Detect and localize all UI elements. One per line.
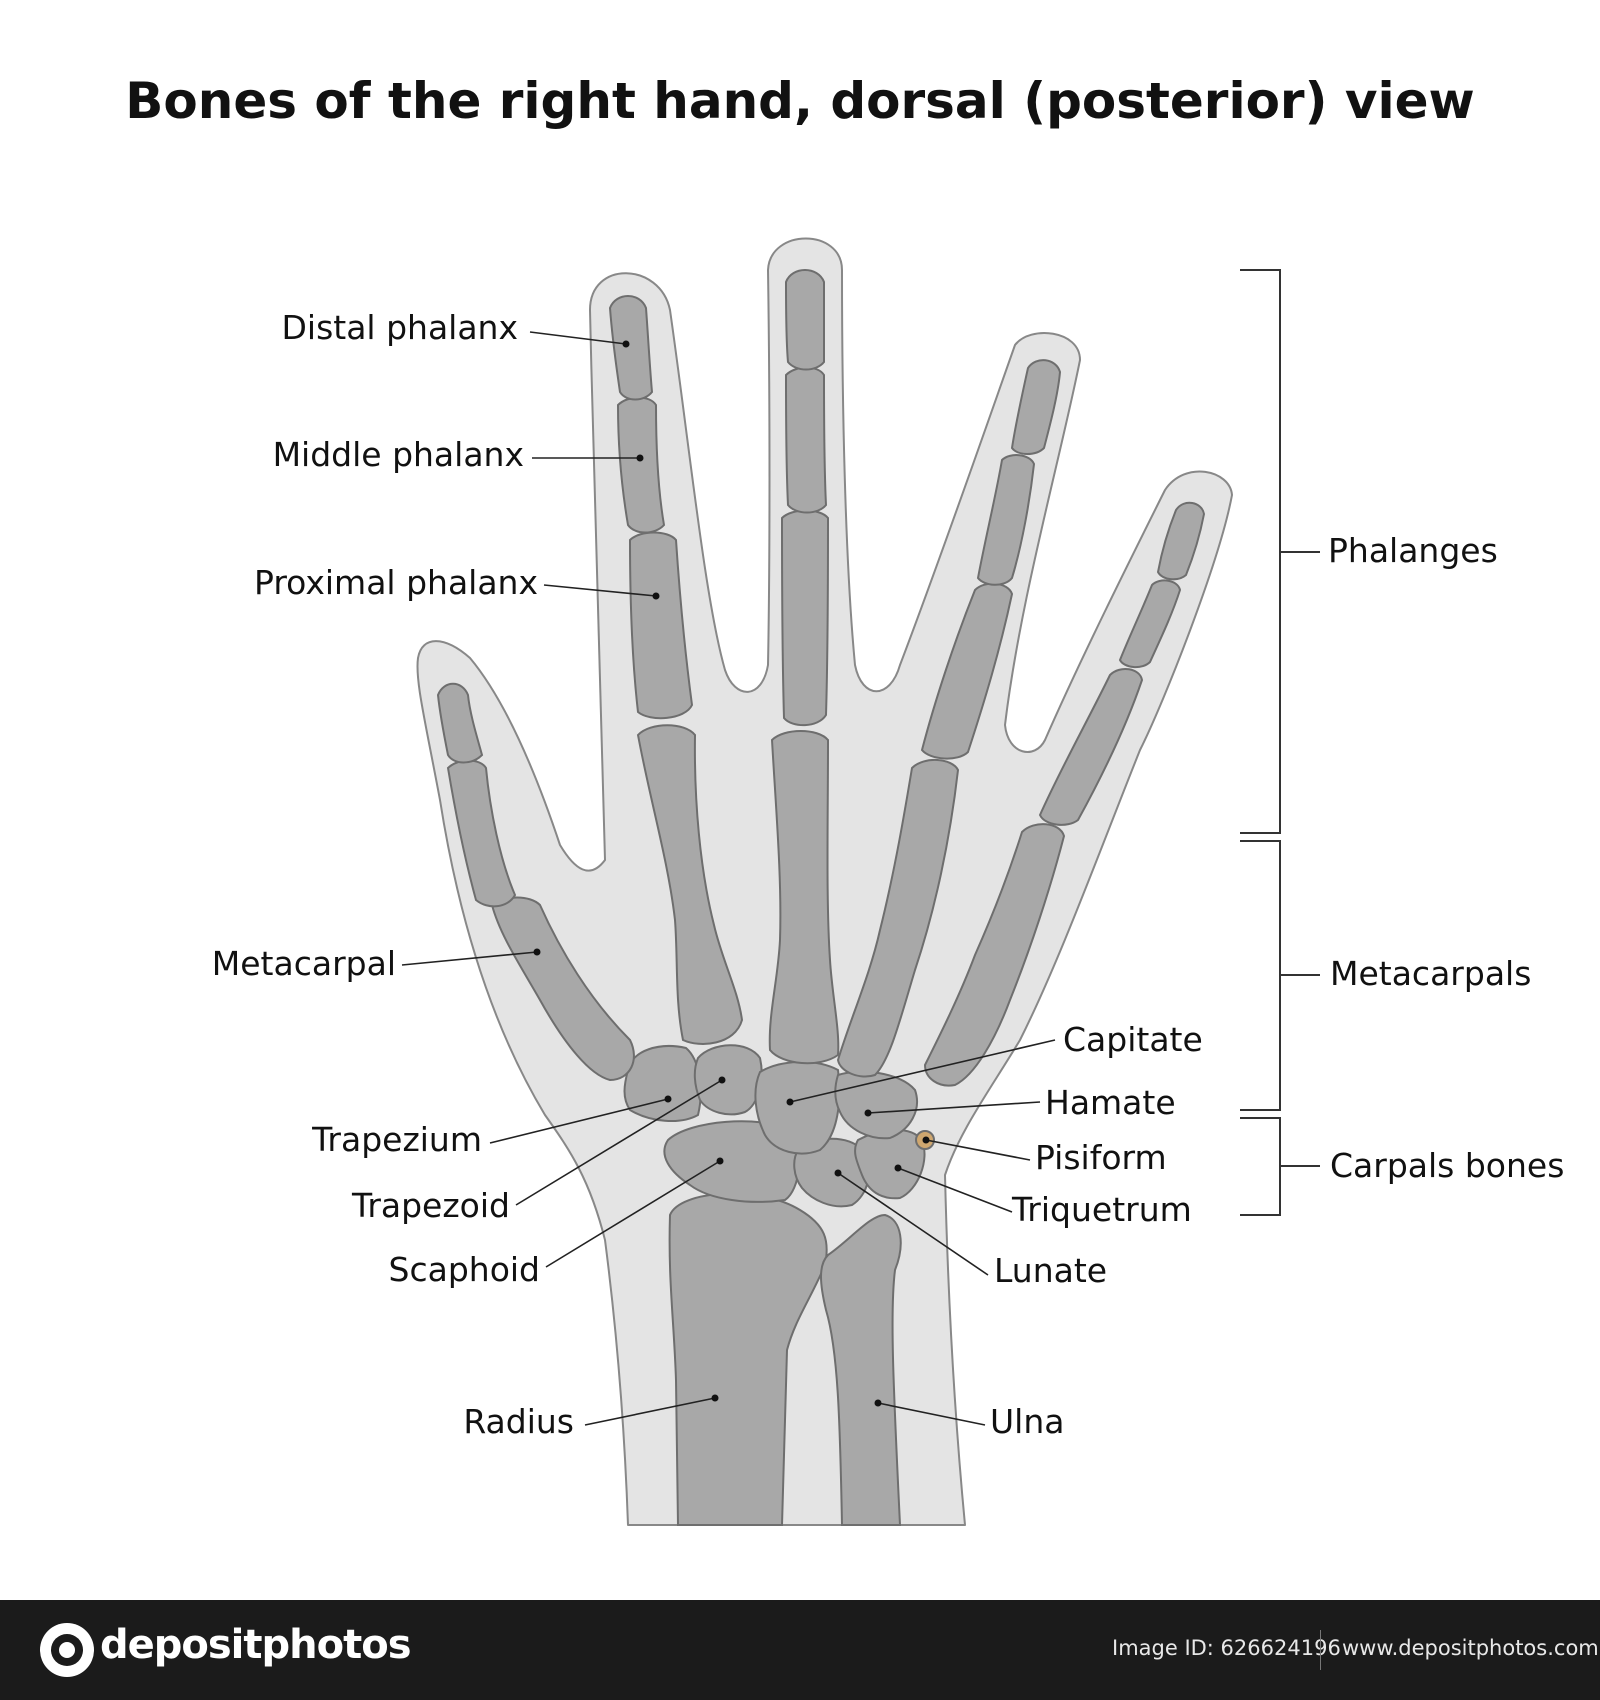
- group-brackets: Phalanges Metacarpals Carpals bones: [1240, 269, 1564, 1216]
- hamate-bone: [834, 1070, 918, 1140]
- little-metacarpal: [923, 823, 1066, 1087]
- stock-footer: depositphotos Image ID: 626624196 www.de…: [0, 1600, 1600, 1700]
- thumb-proximal-phalanx: [446, 759, 517, 908]
- label-phalanges-group: Phalanges: [1328, 531, 1498, 570]
- index-metacarpal: [636, 724, 744, 1045]
- bone-labels: Distal phalanx Middle phalanx Proximal p…: [212, 308, 1203, 1441]
- depositphotos-logo-icon: [40, 1623, 94, 1677]
- label-lunate: Lunate: [994, 1251, 1107, 1290]
- middle-proximal-phalanx: [780, 509, 830, 727]
- trapezium-bone: [623, 1045, 702, 1122]
- footer-divider: [1320, 1630, 1321, 1670]
- label-radius: Radius: [463, 1402, 574, 1441]
- ulna-bone: [820, 1213, 902, 1526]
- bone-group: [436, 269, 1206, 1526]
- middle-metacarpal: [768, 730, 840, 1065]
- middle-middle-phalanx: [784, 366, 828, 514]
- diagram-title: Bones of the right hand, dorsal (posteri…: [125, 72, 1474, 130]
- little-middle-phalanx: [1118, 579, 1182, 668]
- carpals-bracket: [1240, 1117, 1320, 1216]
- label-pisiform: Pisiform: [1035, 1138, 1167, 1177]
- label-scaphoid: Scaphoid: [389, 1250, 540, 1289]
- ring-middle-phalanx: [976, 454, 1036, 586]
- lunate-bone: [793, 1137, 870, 1208]
- label-capitate: Capitate: [1063, 1020, 1203, 1059]
- label-middle-phalanx: Middle phalanx: [273, 435, 524, 474]
- ring-proximal-phalanx: [920, 582, 1014, 760]
- ring-metacarpal: [836, 759, 960, 1078]
- metacarpals-bracket: [1240, 840, 1320, 1111]
- label-trapezium: Trapezium: [311, 1120, 482, 1159]
- index-middle-phalanx: [616, 396, 666, 534]
- site-url[interactable]: www.depositphotos.com: [1342, 1636, 1599, 1660]
- label-hamate: Hamate: [1045, 1083, 1176, 1122]
- label-triquetrum: Triquetrum: [1011, 1190, 1192, 1229]
- hand-bones-diagram: Bones of the right hand, dorsal (posteri…: [125, 72, 1564, 1526]
- triquetrum-bone: [854, 1128, 926, 1200]
- thumb-metacarpal: [490, 896, 635, 1082]
- label-metacarpals-group: Metacarpals: [1330, 954, 1531, 993]
- capitate-bone: [754, 1061, 841, 1155]
- index-distal-phalanx: [608, 295, 654, 401]
- scaphoid-bone: [663, 1120, 801, 1203]
- little-distal-phalanx: [1156, 501, 1206, 581]
- little-proximal-phalanx: [1038, 668, 1144, 826]
- label-carpals-group: Carpals bones: [1330, 1146, 1564, 1185]
- leader-lines: [401, 331, 1056, 1426]
- brand-name: depositphotos: [100, 1622, 412, 1668]
- label-metacarpal: Metacarpal: [212, 944, 396, 983]
- label-proximal-phalanx: Proximal phalanx: [254, 563, 538, 602]
- thumb-distal-phalanx: [436, 682, 484, 764]
- trapezoid-bone: [693, 1044, 763, 1116]
- index-proximal-phalanx: [628, 531, 694, 720]
- image-id: Image ID: 626624196: [1112, 1636, 1341, 1660]
- label-trapezoid: Trapezoid: [351, 1186, 510, 1225]
- label-distal-phalanx: Distal phalanx: [281, 308, 518, 347]
- label-ulna: Ulna: [990, 1402, 1064, 1441]
- phalanges-bracket: [1240, 269, 1320, 834]
- ring-distal-phalanx: [1010, 359, 1062, 455]
- middle-distal-phalanx: [784, 269, 826, 371]
